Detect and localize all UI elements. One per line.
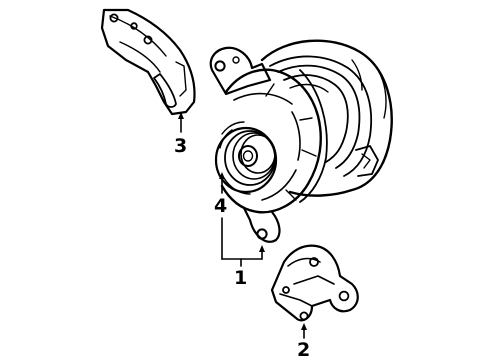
leader-lines — [178, 112, 307, 339]
alternator-drawing — [209, 39, 393, 243]
callout-1: 1 — [234, 267, 247, 289]
pulley-drawing — [214, 121, 278, 195]
callout-4: 4 — [214, 195, 227, 217]
lower-bracket-drawing — [270, 244, 359, 322]
callout-2: 2 — [297, 339, 310, 360]
callout-3: 3 — [174, 135, 187, 157]
adjusting-bracket-drawing — [100, 8, 196, 116]
